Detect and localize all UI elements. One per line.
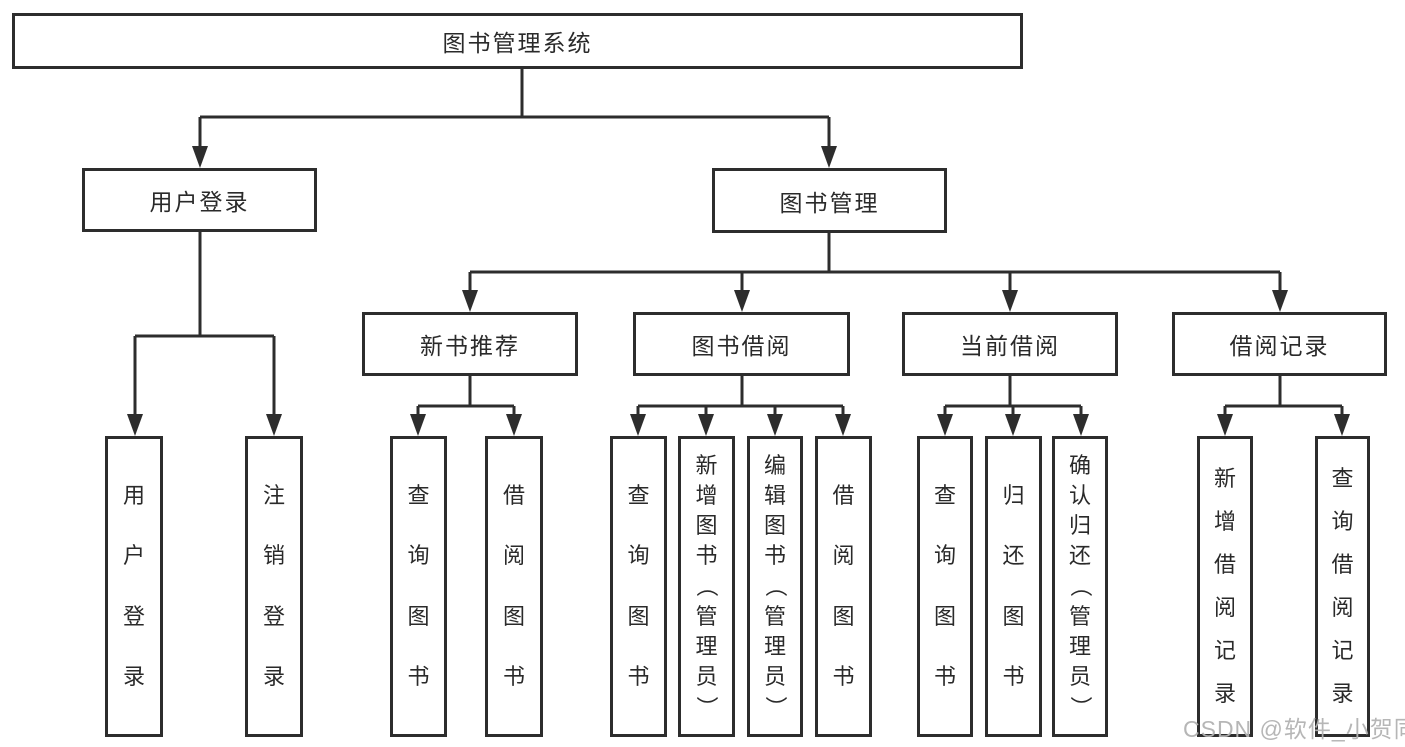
- leaf-confirm-return-admin: 确认归还 （ 管理员 ）: [1052, 436, 1108, 737]
- vertical-text-char: 员: [763, 663, 786, 689]
- vertical-text-char: 询: [933, 543, 956, 569]
- vertical-text-char: 借: [502, 483, 525, 509]
- node-new-book-recommend: 新书推荐: [362, 312, 578, 376]
- vertical-text-char: 编: [763, 453, 786, 479]
- csdn-watermark: CSDN @软件_小贺同学: [1183, 716, 1405, 742]
- vertical-text-char: 图: [933, 603, 956, 629]
- vertical-text-char: 归: [1068, 513, 1091, 539]
- vertical-text-char: 书: [407, 663, 430, 689]
- vertical-text-char: 销: [262, 543, 285, 569]
- vertical-text-char: 询: [1331, 509, 1354, 534]
- leaf-edit-book-admin: 编辑图书 （ 管理员 ）: [747, 436, 803, 737]
- vertical-text-char: 借: [832, 483, 855, 509]
- vertical-text-char: 书: [933, 663, 956, 689]
- leaf-return-book: 归还图书: [985, 436, 1042, 737]
- vertical-text-char: 归: [1002, 483, 1025, 509]
- arrow-down-icon: [127, 146, 1350, 436]
- vertical-text-char: 书: [502, 663, 525, 689]
- leaf-logout: 注销登录: [245, 436, 303, 737]
- vertical-text-char: 图: [763, 513, 786, 539]
- vertical-text-char: 增: [1213, 509, 1236, 534]
- vertical-text-char: 注: [262, 483, 285, 509]
- node-current-borrow: 当前借阅: [902, 312, 1118, 376]
- leaf-borrow-books-recommend: 借阅图书: [485, 436, 543, 737]
- vertical-text-char: 图: [1002, 603, 1025, 629]
- vertical-text-char: 确: [1068, 453, 1091, 479]
- vertical-text-char: 理: [763, 633, 786, 659]
- vertical-text-char: 书: [763, 543, 786, 569]
- vertical-text-char: （: [694, 575, 720, 598]
- leaf-query-books-recommend: 查询图书: [390, 436, 447, 737]
- vertical-text-char: ）: [694, 695, 720, 718]
- leaf-borrow-books: 借阅图书: [815, 436, 872, 737]
- vertical-text-char: 图: [407, 603, 430, 629]
- leaf-query-books-borrow: 查询图书: [610, 436, 667, 737]
- vertical-text-char: 认: [1068, 483, 1091, 509]
- vertical-text-char: 还: [1002, 543, 1025, 569]
- vertical-text-char: 图: [502, 603, 525, 629]
- vertical-text-char: 书: [695, 543, 718, 569]
- vertical-text-char: 查: [933, 483, 956, 509]
- vertical-text-char: （: [1067, 575, 1093, 598]
- vertical-text-char: 员: [695, 663, 718, 689]
- vertical-text-char: 记: [1213, 638, 1236, 663]
- vertical-text-char: 阅: [1213, 595, 1236, 620]
- vertical-text-char: 辑: [763, 483, 786, 509]
- vertical-text-char: 查: [627, 483, 650, 509]
- vertical-text-char: 还: [1068, 543, 1091, 569]
- vertical-text-char: 查: [407, 483, 430, 509]
- vertical-text-char: 登: [122, 603, 145, 629]
- vertical-text-char: 书: [832, 663, 855, 689]
- leaf-query-books-current: 查询图书: [917, 436, 973, 737]
- vertical-text-char: 书: [627, 663, 650, 689]
- vertical-text-char: 录: [122, 663, 145, 689]
- vertical-text-char: 图: [695, 513, 718, 539]
- node-user-login: 用户登录: [82, 168, 317, 232]
- node-borrow-records: 借阅记录: [1172, 312, 1387, 376]
- vertical-text-char: 阅: [832, 543, 855, 569]
- vertical-text-char: 借: [1213, 552, 1236, 577]
- leaf-user-login: 用户登录: [105, 436, 163, 737]
- vertical-text-char: （: [762, 575, 788, 598]
- vertical-text-char: 录: [262, 663, 285, 689]
- vertical-text-char: 图: [832, 603, 855, 629]
- vertical-text-char: 管: [1068, 603, 1091, 629]
- node-library-system: 图书管理系统: [12, 13, 1023, 69]
- vertical-text-char: 书: [1002, 663, 1025, 689]
- vertical-text-char: 管: [695, 603, 718, 629]
- vertical-text-char: 新: [1213, 466, 1236, 491]
- vertical-text-char: 增: [695, 483, 718, 509]
- vertical-text-char: ）: [762, 695, 788, 718]
- vertical-text-char: 理: [695, 633, 718, 659]
- vertical-text-char: 管: [763, 603, 786, 629]
- vertical-text-char: 询: [627, 543, 650, 569]
- vertical-text-char: 新: [695, 453, 718, 479]
- vertical-text-char: 图: [627, 603, 650, 629]
- vertical-text-char: 阅: [502, 543, 525, 569]
- node-book-management: 图书管理: [712, 168, 947, 233]
- vertical-text-char: ）: [1067, 695, 1093, 718]
- vertical-text-char: 录: [1331, 681, 1354, 706]
- vertical-text-char: 用: [122, 483, 145, 509]
- vertical-text-char: 员: [1068, 663, 1091, 689]
- vertical-text-char: 登: [262, 603, 285, 629]
- vertical-text-char: 询: [407, 543, 430, 569]
- leaf-query-borrow-record: 查询借阅记录: [1315, 436, 1370, 737]
- vertical-text-char: 户: [122, 543, 145, 569]
- vertical-text-char: 理: [1068, 633, 1091, 659]
- leaf-add-borrow-record: 新增借阅记录: [1197, 436, 1253, 737]
- leaf-add-book-admin: 新增图书 （ 管理员 ）: [678, 436, 735, 737]
- vertical-text-char: 阅: [1331, 595, 1354, 620]
- vertical-text-char: 录: [1213, 681, 1236, 706]
- vertical-text-char: 查: [1331, 466, 1354, 491]
- vertical-text-char: 记: [1331, 638, 1354, 663]
- vertical-text-char: 借: [1331, 552, 1354, 577]
- node-book-borrow: 图书借阅: [633, 312, 850, 376]
